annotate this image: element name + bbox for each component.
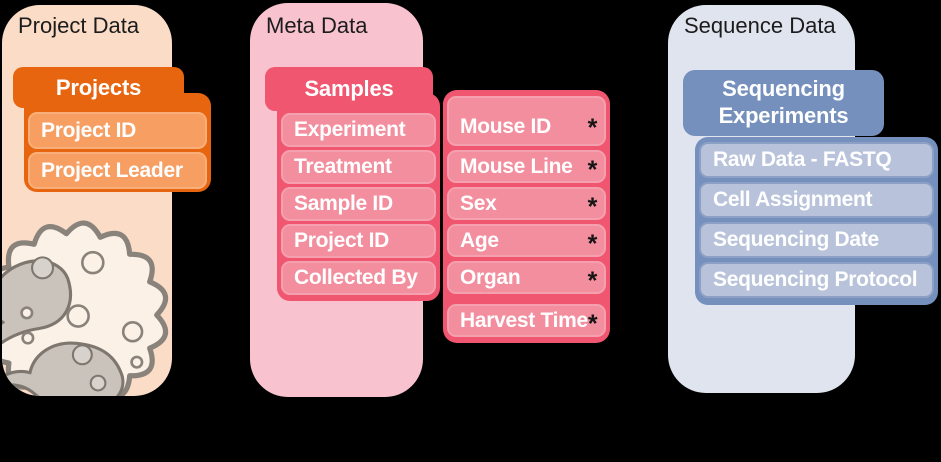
field-label: Sex bbox=[460, 191, 497, 215]
card-samples: Experiment Treatment Sample ID Project I… bbox=[277, 93, 440, 301]
field-cell-assignment: Cell Assignment bbox=[699, 182, 934, 218]
panel-title-meta-data: Meta Data bbox=[266, 13, 368, 38]
required-asterisk: * bbox=[587, 310, 598, 338]
field-label: Mouse Line bbox=[460, 154, 573, 178]
cell-vesicle bbox=[21, 331, 35, 345]
table-header-projects: Projects bbox=[13, 67, 184, 108]
field-sequencing-protocol: Sequencing Protocol bbox=[699, 262, 934, 298]
field-project-leader: Project Leader bbox=[28, 152, 207, 189]
table-header-sequencing-experiments: Sequencing Experiments bbox=[683, 70, 884, 136]
field-sample-id: Sample ID bbox=[281, 187, 436, 221]
field-experiment: Experiment bbox=[281, 113, 436, 147]
required-asterisk: * bbox=[587, 114, 598, 142]
field-label: Experiment bbox=[294, 118, 406, 141]
card-projects: Project ID Project Leader bbox=[24, 93, 211, 192]
field-mouse-line: Mouse Line * bbox=[447, 150, 606, 183]
field-sex: Sex * bbox=[447, 187, 606, 220]
field-age: Age * bbox=[447, 224, 606, 257]
field-label: Sequencing Protocol bbox=[713, 268, 918, 291]
field-label: Treatment bbox=[294, 155, 392, 178]
field-label: Sequencing Date bbox=[713, 228, 879, 251]
nucleus-granule bbox=[89, 374, 107, 392]
field-label: Collected By bbox=[294, 266, 418, 289]
field-collected-by: Collected By bbox=[281, 261, 436, 295]
field-label: Sample ID bbox=[294, 192, 393, 215]
card-mouse-attributes: Mouse ID * Mouse Line * Sex * Age * Orga… bbox=[443, 90, 610, 343]
field-mouse-id: Mouse ID * bbox=[447, 96, 606, 146]
cell-vesicle bbox=[81, 250, 105, 275]
cell-illustration-clip bbox=[2, 5, 172, 396]
required-asterisk: * bbox=[587, 267, 598, 295]
required-asterisk: * bbox=[587, 156, 598, 184]
field-label: Project ID bbox=[41, 118, 137, 142]
field-project-id: Project ID bbox=[281, 224, 436, 258]
card-sequencing: Raw Data - FASTQ Cell Assignment Sequenc… bbox=[695, 137, 938, 305]
required-asterisk: * bbox=[587, 193, 598, 221]
cell-vesicle bbox=[130, 355, 144, 369]
field-project-id: Project ID bbox=[28, 112, 207, 149]
cell-vesicle bbox=[66, 304, 90, 328]
field-label: Harvest Time bbox=[460, 308, 588, 332]
cell-vesicle bbox=[121, 321, 144, 343]
nucleus-granule bbox=[71, 344, 93, 366]
field-label: Age bbox=[460, 228, 499, 252]
field-organ: Organ * bbox=[447, 261, 606, 294]
field-label: Project Leader bbox=[41, 158, 183, 182]
cell-vesicle bbox=[20, 306, 34, 320]
field-harvest-time: Harvest Time * bbox=[447, 304, 606, 337]
field-label: Mouse ID bbox=[460, 115, 551, 138]
panel-title-project-data: Project Data bbox=[18, 13, 140, 38]
required-asterisk: * bbox=[587, 230, 598, 258]
field-raw-data-fastq: Raw Data - FASTQ bbox=[699, 142, 934, 178]
field-label: Project ID bbox=[294, 229, 390, 252]
panel-title-sequence-data: Sequence Data bbox=[684, 13, 836, 38]
immune-cell-icon bbox=[2, 220, 169, 396]
field-label: Cell Assignment bbox=[713, 188, 873, 211]
field-label: Organ bbox=[460, 265, 521, 289]
nucleus-lobe bbox=[2, 259, 73, 345]
table-header-samples: Samples bbox=[265, 67, 433, 111]
field-treatment: Treatment bbox=[281, 150, 436, 184]
nucleus-granule bbox=[31, 256, 55, 280]
field-sequencing-date: Sequencing Date bbox=[699, 222, 934, 258]
field-label: Raw Data - FASTQ bbox=[713, 148, 892, 171]
